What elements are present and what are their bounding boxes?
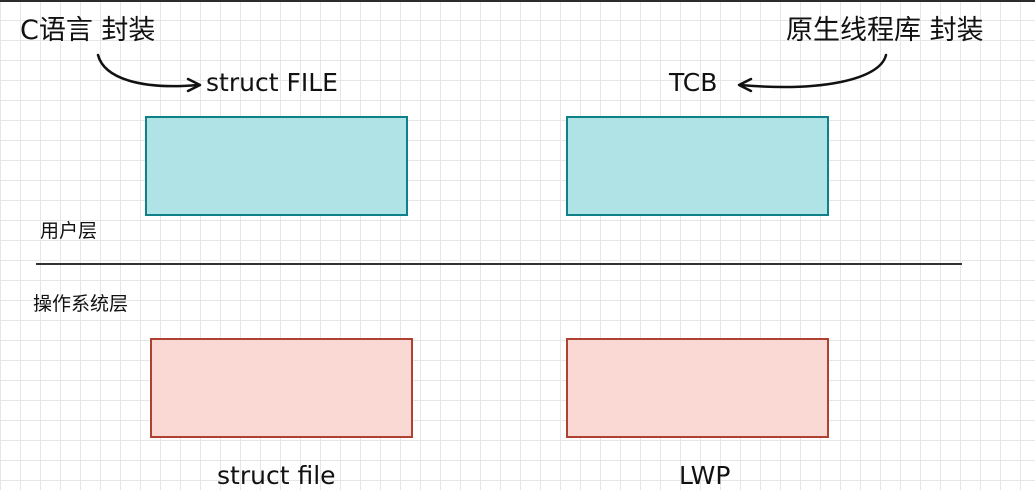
user-layer-label: 用户层	[40, 220, 98, 242]
arrowhead-right-icon	[186, 77, 202, 93]
tcb-label: TCB	[669, 68, 718, 97]
arrowhead-left-icon	[737, 77, 753, 93]
c-language-wrapper-note: C语言 封装	[20, 15, 156, 46]
os-layer-label: 操作系统层	[33, 293, 129, 315]
thread-library-wrapper-note: 原生线程库 封装	[786, 15, 984, 46]
lwp-box	[566, 338, 829, 438]
struct-FILE-label: struct FILE	[206, 68, 338, 97]
lwp-label: LWP	[679, 461, 731, 490]
top-border-line	[0, 0, 1035, 2]
layer-divider-line	[36, 263, 962, 265]
tcb-box	[566, 116, 829, 216]
curved-arrow-to-struct-file-icon	[96, 53, 200, 88]
struct-file-box	[150, 338, 413, 438]
struct-FILE-box	[145, 116, 408, 216]
curved-arrow-to-tcb-icon	[738, 53, 888, 89]
struct-file-label: struct file	[217, 461, 336, 490]
